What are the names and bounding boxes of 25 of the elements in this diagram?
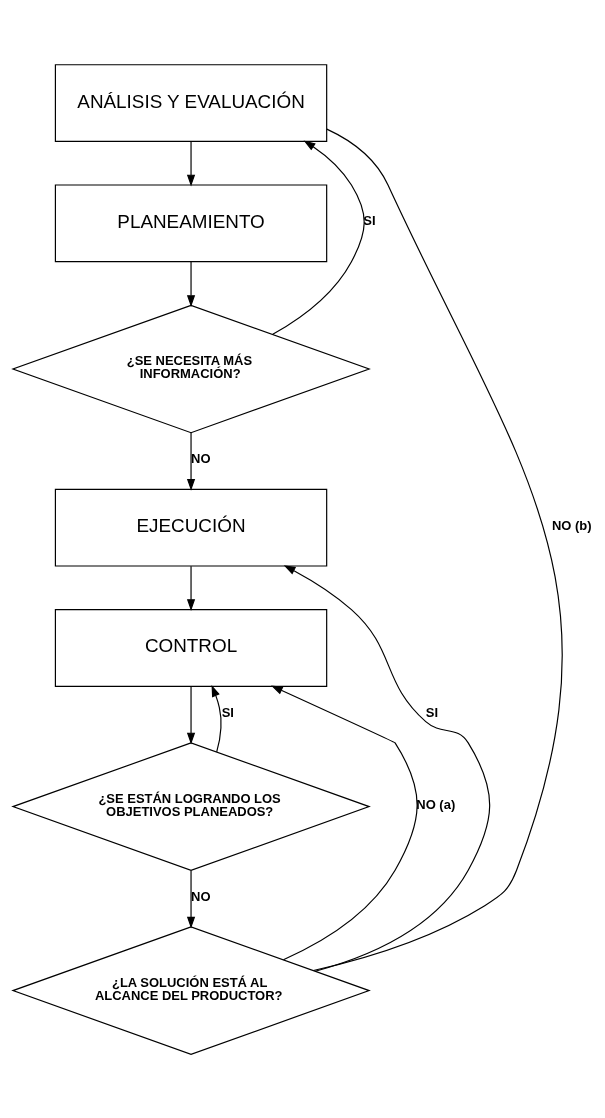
edge-label: NO bbox=[191, 450, 211, 466]
connector bbox=[312, 128, 563, 971]
node-diamond: ¿LA SOLUCIÓN ESTÁ AL ALCANCE DEL PRODUCTOR? bbox=[11, 925, 371, 1055]
arrow bbox=[270, 685, 418, 960]
edge-label: NO (b) bbox=[551, 517, 592, 533]
edge-label: NO bbox=[191, 888, 211, 904]
node-box: EJECUCIÓN bbox=[54, 488, 328, 567]
arrow bbox=[211, 684, 222, 752]
edge-label: NO (a) bbox=[416, 796, 456, 812]
edge-label: SI bbox=[363, 212, 376, 228]
arrow bbox=[186, 869, 196, 929]
node-diamond: ¿SE ESTÁN LOGRANDO LOS OBJETIVOS PLANEADOS? bbox=[11, 741, 371, 871]
arrow bbox=[272, 140, 365, 335]
node-diamond: ¿SE NECESITA MÁS INFORMACIÓN? bbox=[11, 304, 371, 433]
edge-label: SI bbox=[425, 704, 439, 720]
node-box: ANÁLISIS Y EVALUACIÓN bbox=[54, 63, 328, 142]
edge-label: SI bbox=[221, 704, 234, 720]
arrow bbox=[283, 564, 491, 972]
node-box: PLANEAMIENTO bbox=[54, 183, 328, 262]
arrow bbox=[186, 140, 196, 186]
arrow bbox=[186, 260, 196, 307]
arrow bbox=[186, 431, 196, 491]
arrow bbox=[186, 565, 196, 611]
node-box: CONTROL bbox=[54, 608, 328, 687]
arrow bbox=[186, 685, 196, 744]
